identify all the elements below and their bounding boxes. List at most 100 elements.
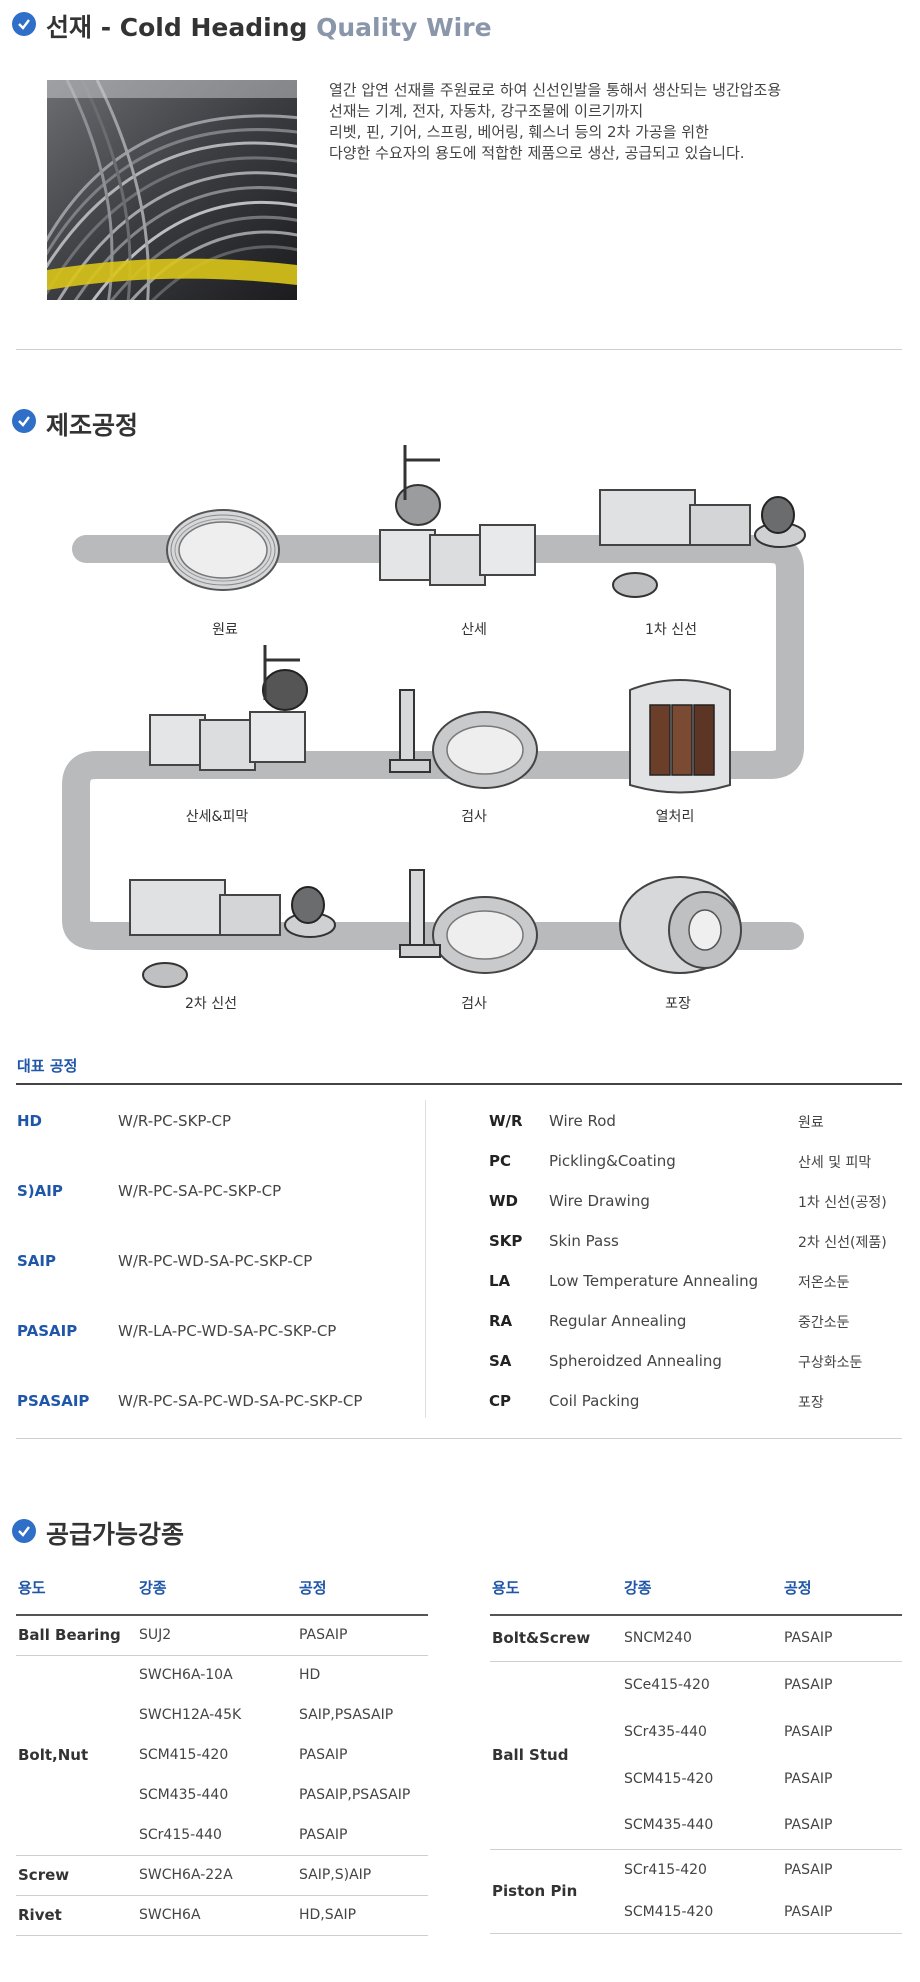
process-step-label: 2차 신선	[185, 996, 237, 1012]
process-cell: PASAIP	[782, 1891, 902, 1934]
heat-treatment-furnace-icon	[629, 679, 731, 794]
process-cell: PASAIP	[782, 1615, 902, 1662]
process-code: S)AIP	[17, 1182, 63, 1200]
grade-cell: SCr435-440	[624, 1723, 707, 1740]
table-row: SCM415-420 PASAIP	[490, 1891, 902, 1934]
table-row: SCM415-420 PASAIP	[16, 1735, 428, 1775]
grade-cell: SCe415-420	[624, 1676, 710, 1693]
legend-abbr: SKP	[489, 1232, 523, 1250]
process-route: W/R-PC-SA-PC-SKP-CP	[118, 1182, 282, 1200]
page-title: 선재 - Cold Heading Quality Wire	[46, 8, 492, 44]
process-step-label: 원료	[212, 622, 238, 638]
process-cell: PASAIP,PSASAIP	[299, 1787, 411, 1803]
column-header: 강종	[622, 1560, 782, 1616]
divider	[16, 349, 902, 350]
supply-table-left: 용도 강종 공정 Ball Bearing SUJ2 PASAIP Bolt,N…	[16, 1560, 428, 1936]
process-route: W/R-PC-SKP-CP	[118, 1112, 232, 1130]
column-header: 공정	[297, 1560, 428, 1616]
process-code: SAIP	[17, 1252, 56, 1270]
legend-abbr: PC	[489, 1152, 512, 1170]
drawing-machine-icon	[599, 489, 806, 598]
column-header: 용도	[16, 1560, 137, 1616]
process-step-label: 검사	[461, 809, 487, 825]
process-step-label: 검사	[461, 996, 487, 1012]
column-header: 용도	[490, 1560, 622, 1616]
inspection-microscope-icon	[399, 869, 538, 974]
legend-english: Wire Rod	[549, 1112, 616, 1130]
divider	[16, 1438, 902, 1439]
grade-cell: SWCH6A-10A	[139, 1667, 233, 1684]
legend-english: Pickling&Coating	[549, 1152, 676, 1170]
grade-cell: SCr415-440	[137, 1815, 297, 1856]
legend-abbr: SA	[489, 1352, 512, 1370]
grade-cell: SCM415-420	[139, 1747, 229, 1763]
process-cell: PASAIP	[784, 1676, 833, 1693]
process-flow-diagram	[62, 445, 806, 988]
use-cell: Bolt&Screw	[490, 1615, 622, 1662]
process-code: PSASAIP	[17, 1392, 90, 1410]
process-route: W/R-PC-SA-PC-WD-SA-PC-SKP-CP	[118, 1392, 363, 1410]
process-cell: PASAIP	[782, 1802, 902, 1850]
inspection-microscope-icon	[389, 689, 538, 789]
legend-abbr: RA	[489, 1312, 513, 1330]
packed-coil-icon	[619, 876, 742, 974]
table-row: Piston Pin SCr415-420 PASAIP	[490, 1849, 902, 1934]
intro-line: 다양한 수요자의 용도에 적합한 제품으로 생산, 공급되고 있습니다.	[329, 144, 745, 162]
column-divider	[425, 1100, 426, 1418]
flow-track	[62, 535, 804, 950]
table-row: SCr435-440 PASAIP	[490, 1708, 902, 1755]
grade-cell: SNCM240	[622, 1615, 782, 1662]
table-row: Ball Bearing SUJ2 PASAIP	[16, 1615, 428, 1656]
process-cell: HD,SAIP	[297, 1895, 428, 1936]
legend-korean: 저온소둔	[798, 1275, 850, 1291]
process-route: W/R-LA-PC-WD-SA-PC-SKP-CP	[118, 1322, 337, 1340]
table-row: SCr415-440 PASAIP	[16, 1815, 428, 1856]
representative-process-title: 대표 공정	[17, 1057, 78, 1075]
legend-korean: 중간소둔	[798, 1315, 850, 1331]
process-step-label: 포장	[665, 996, 691, 1012]
process-cell: PASAIP	[299, 1747, 348, 1763]
process-step-label: 열처리	[655, 809, 695, 825]
table-header-row: 용도 강종 공정	[490, 1560, 902, 1616]
legend-english: Regular Annealing	[549, 1312, 687, 1330]
process-step-label: 산세	[461, 622, 487, 638]
grade-cell: SCM415-420	[622, 1891, 782, 1934]
legend-korean: 2차 신선(제품)	[798, 1235, 887, 1251]
grade-cell: SWCH6A-22A	[137, 1855, 297, 1896]
process-cell: PASAIP	[784, 1770, 833, 1787]
process-code: PASAIP	[17, 1322, 78, 1340]
grade-cell: SCM435-440	[139, 1787, 229, 1803]
drawing-machine-icon	[129, 879, 336, 988]
legend-korean: 원료	[798, 1115, 824, 1131]
table-row: Bolt&Screw SNCM240 PASAIP	[490, 1615, 902, 1662]
legend-abbr: WD	[489, 1192, 518, 1210]
column-header: 강종	[137, 1560, 297, 1616]
table-row: SWCH12A-45K SAIP,PSASAIP	[16, 1695, 428, 1735]
legend-abbr: CP	[489, 1392, 512, 1410]
intro-line: 열간 압연 선재를 주원료로 하여 신선인발을 통해서 생산되는 냉간압조용	[329, 81, 782, 99]
process-step-label: 1차 신선	[645, 622, 697, 638]
process-cell: HD	[299, 1667, 321, 1684]
grade-cell: SCr415-420	[624, 1862, 707, 1879]
process-cell: SAIP,S)AIP	[297, 1855, 428, 1896]
divider	[16, 1083, 902, 1085]
intro-line: 리벳, 핀, 기어, 스프링, 베어링, 훼스너 등의 2차 가공을 위한	[329, 123, 709, 141]
legend-korean: 산세 및 피막	[798, 1155, 872, 1171]
pickling-tanks-icon	[379, 445, 536, 586]
grade-cell: SCM435-440	[622, 1802, 782, 1850]
process-section-title: 제조공정	[46, 411, 139, 440]
check-circle-icon	[12, 409, 36, 433]
process-cell: PASAIP	[784, 1862, 833, 1879]
wire-coil-photo	[47, 80, 297, 300]
process-cell: PASAIP	[784, 1723, 833, 1740]
table-row: SCM435-440 PASAIP	[490, 1802, 902, 1850]
supply-section-title: 공급가능강종	[46, 1520, 185, 1549]
grade-cell: SUJ2	[137, 1615, 297, 1656]
supply-table-right: 용도 강종 공정 Bolt&Screw SNCM240 PASAIP Ball …	[490, 1560, 902, 1934]
table-header-row: 용도 강종 공정	[16, 1560, 428, 1616]
legend-english: Coil Packing	[549, 1392, 640, 1410]
use-cell: Piston Pin	[490, 1849, 622, 1934]
legend-english: Low Temperature Annealing	[549, 1272, 759, 1290]
intro-text: 열간 압연 선재를 주원료로 하여 신선인발을 통해서 생산되는 냉간압조용 선…	[329, 80, 781, 164]
process-route: W/R-PC-WD-SA-PC-SKP-CP	[118, 1252, 313, 1270]
